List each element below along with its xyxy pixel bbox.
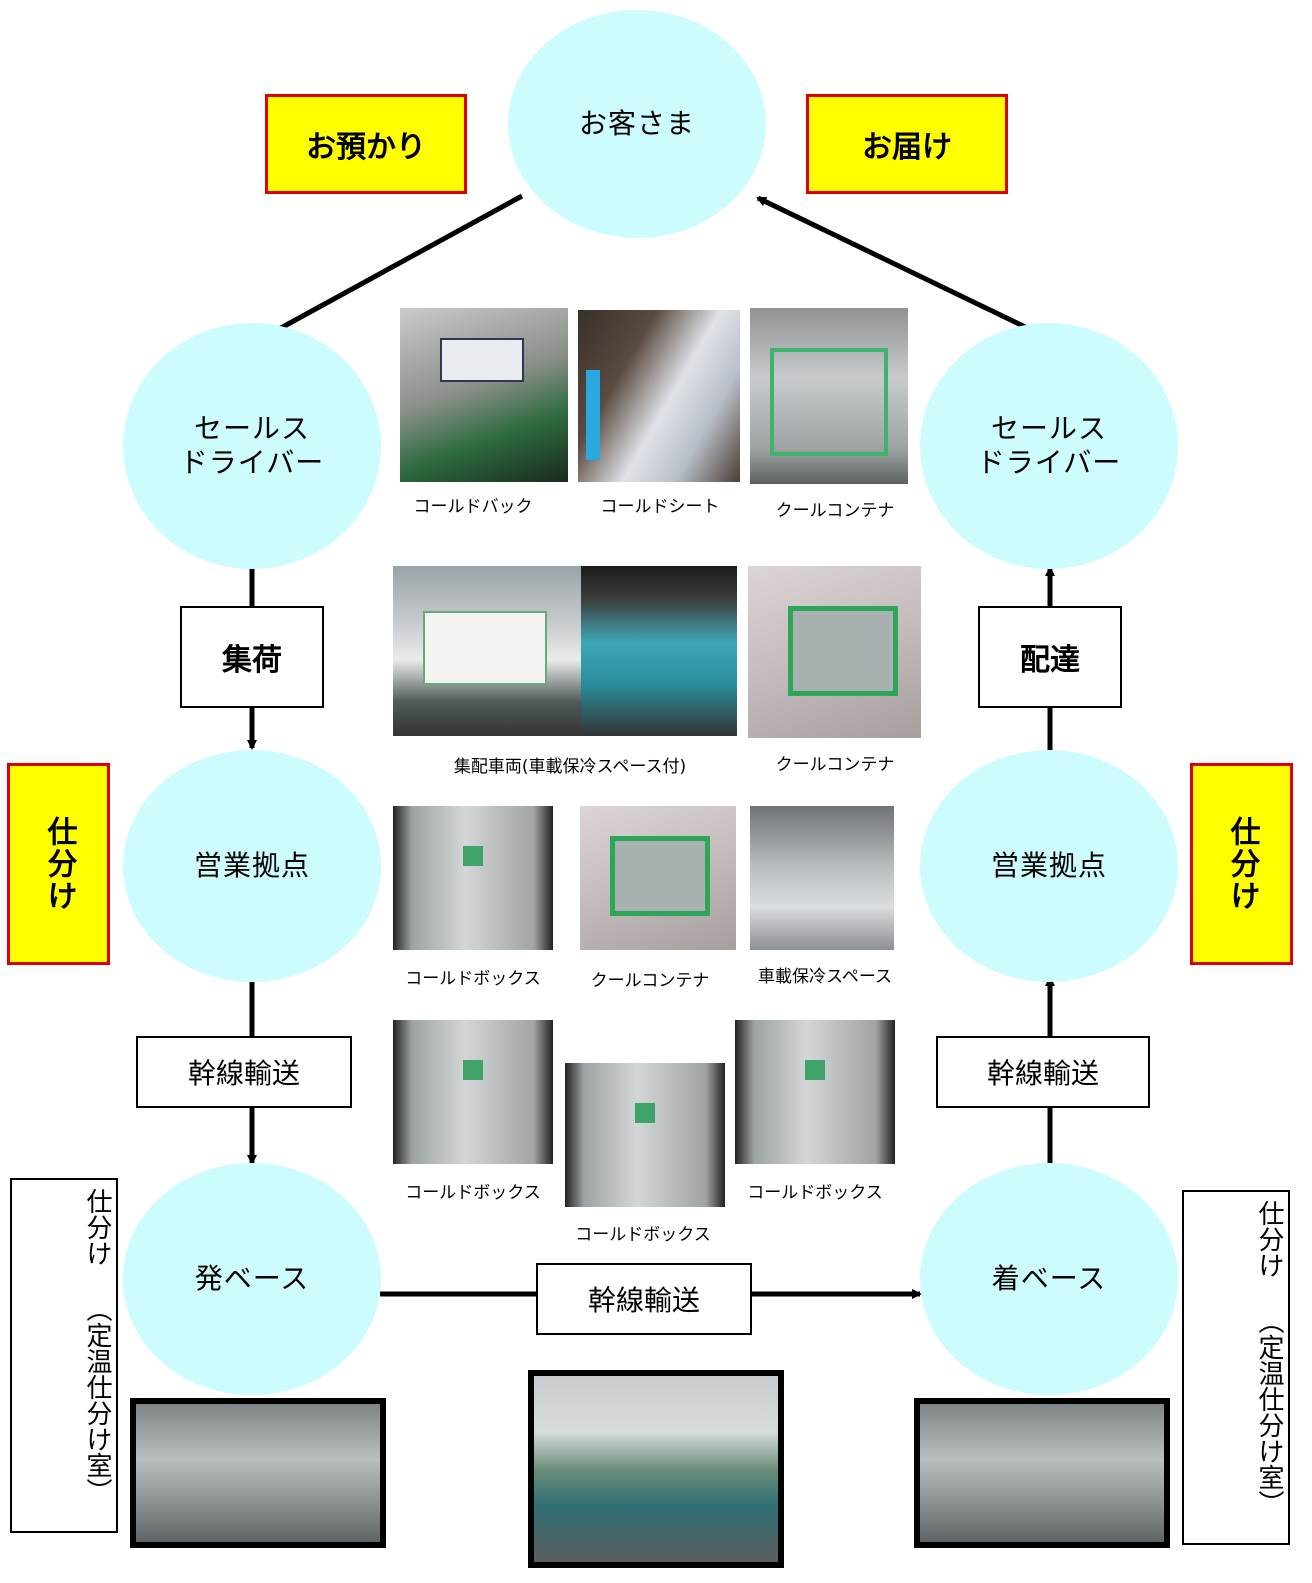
- sorting-room-photo-right: [914, 1398, 1170, 1548]
- side-label-right: 仕分け （定温仕分け室）: [1182, 1190, 1290, 1545]
- caption-cold-box-1: コールドボックス: [405, 969, 541, 989]
- node-base-origin: 発ベース: [123, 1163, 381, 1395]
- caption-onboard-space: 車載保冷スペース: [758, 967, 892, 987]
- cool-container-photo-3: [580, 806, 736, 950]
- caption-cold-bag: コールドバック: [413, 497, 533, 517]
- cool-container-photo-1: [750, 308, 908, 484]
- caption-cool-container-1: クールコンテナ: [775, 501, 895, 521]
- node-center-left: 営業拠点: [123, 750, 381, 982]
- step-collect: 集荷: [180, 606, 324, 708]
- vehicle-photo-1: [393, 566, 581, 736]
- node-customer: お客さま: [508, 10, 766, 238]
- node-driver-left: セールス ドライバー: [123, 323, 381, 569]
- cold-box-photo-4: [735, 1020, 895, 1164]
- arrow-customer-to-driver: [266, 193, 524, 338]
- caption-vehicle: 集配車両(車載保冷スペース付): [453, 757, 687, 777]
- arrow-driver-to-customer: [756, 195, 1050, 341]
- cold-box-photo-3: [565, 1063, 725, 1207]
- cold-box-photo-1: [393, 806, 553, 950]
- sorting-room-photo-left: [130, 1398, 386, 1548]
- caption-cool-container-3: クールコンテナ: [590, 971, 710, 991]
- node-base-dest: 着ベース: [920, 1163, 1178, 1395]
- cold-bag-photo: [400, 308, 568, 482]
- caption-cold-box-2: コールドボックス: [405, 1183, 541, 1203]
- cold-sheet-photo: [578, 310, 740, 482]
- tag-sort-right: 仕分け: [1190, 763, 1293, 965]
- tag-delivery: お届け: [806, 94, 1008, 194]
- caption-cold-box-4: コールドボックス: [747, 1183, 883, 1203]
- tag-pickup: お預かり: [265, 94, 467, 194]
- tag-sort-left: 仕分け: [7, 763, 110, 965]
- caption-cold-sheet: コールドシート: [600, 497, 720, 517]
- vehicle-photo-2: [581, 566, 737, 736]
- onboard-space-photo: [750, 806, 894, 950]
- step-trunk-left: 幹線輸送: [136, 1036, 352, 1108]
- node-driver-right: セールス ドライバー: [920, 323, 1178, 569]
- step-trunk-bottom: 幹線輸送: [536, 1263, 752, 1335]
- step-trunk-right: 幹線輸送: [936, 1036, 1150, 1108]
- caption-cold-box-3: コールドボックス: [575, 1225, 711, 1245]
- caption-cool-container-2: クールコンテナ: [775, 755, 895, 775]
- node-center-right: 営業拠点: [920, 750, 1178, 982]
- truck-photo: [528, 1370, 784, 1568]
- cool-container-photo-2: [748, 566, 921, 738]
- side-label-left: 仕分け （定温仕分け室）: [10, 1178, 118, 1533]
- cold-box-photo-2: [393, 1020, 553, 1164]
- step-deliver: 配達: [978, 606, 1122, 708]
